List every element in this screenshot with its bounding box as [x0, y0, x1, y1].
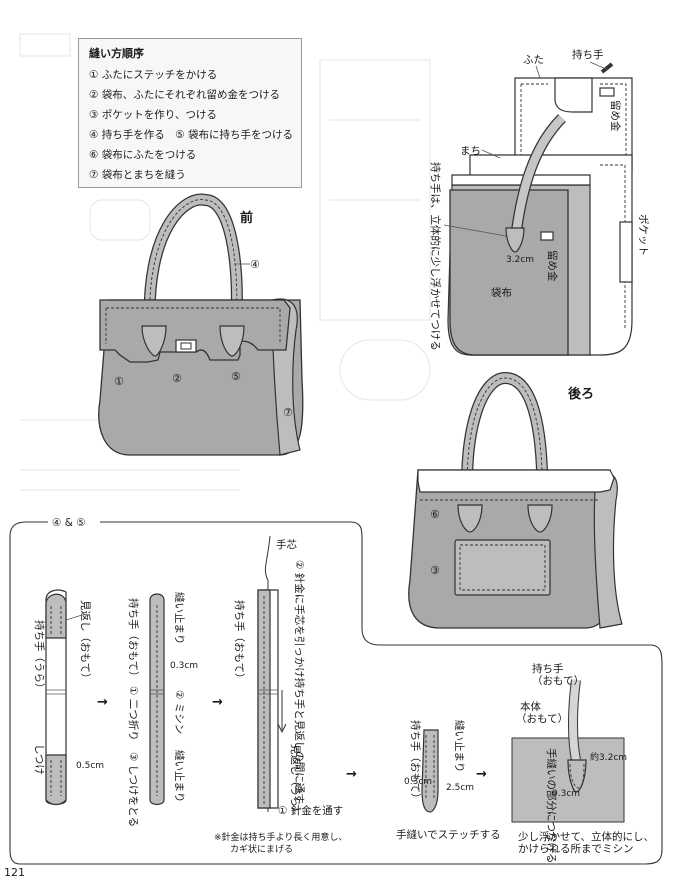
clasp-mid-label: 留め金 — [546, 250, 559, 282]
pocket-label: ポケット — [637, 214, 649, 256]
sewing-order-title: 縫い方順序 — [89, 47, 144, 60]
final-note-1: 少し浮かせて、立体的にし、 — [518, 830, 654, 843]
dim-32-label: 約3.2cm — [590, 751, 627, 763]
front-marker-4: ④ — [250, 258, 260, 271]
attach-label: しつけ — [33, 744, 45, 775]
fold-label: ① 二つ折り — [127, 686, 140, 741]
sewing-order-box: 縫い方順序 ① ふたにステッチをかける ② 袋布、ふたにそれぞれ留め金をつける … — [78, 38, 302, 188]
back-bag-illustration: 後ろ ⑥ ③ — [408, 371, 623, 629]
step-2: ② 袋布、ふたにそれぞれ留め金をつける — [89, 89, 281, 101]
facing-front-label: 見返し（おもて） — [79, 600, 91, 684]
handle-back-label: 持ち手（うら） — [33, 620, 46, 694]
dim-05-label: 0.5cm — [76, 761, 104, 771]
front-heading: 前 — [240, 210, 253, 226]
handle-note: 持ち手は、立体的に少し浮かせてつける — [429, 162, 442, 351]
front-marker-1: ① — [114, 375, 124, 388]
step-3: ③ ポケットを作り、つける — [89, 109, 217, 121]
front-bag-illustration: 前 ① ② ④ ⑤ ⑦ — [98, 193, 304, 456]
step-7: ⑦ 袋布とまちを縫う — [89, 169, 186, 181]
exploded-diagram: ふた 持ち手 まち 袋布 3.2cm 留め金 留め金 ポケット 持ち手は、立体的… — [429, 48, 649, 356]
handle-front-label: 持ち手（おもて） — [127, 598, 140, 682]
step-1: ① ふたにステッチをかける — [89, 69, 218, 81]
handle-construction: ④ & ⑤ 見返し（おもて） 持ち手（うら） しつけ 0.5cm → 持ち手（お… — [9, 517, 663, 865]
lid-label: ふた — [523, 54, 544, 66]
final-note-2: かけられる所までミシン — [518, 843, 634, 855]
step-6: ⑥ 袋布にふたをつける — [89, 149, 197, 161]
back-marker-6: ⑥ — [430, 508, 440, 521]
handle-steps-label: ④ & ⑤ — [52, 517, 86, 529]
handle-label: 持ち手 — [572, 48, 604, 61]
clasp-top-label: 留め金 — [609, 100, 622, 132]
core-label: 手芯 — [276, 538, 297, 551]
dim-03b-label: 0.3cm — [404, 777, 432, 787]
sewing-order-list: ① ふたにステッチをかける ② 袋布、ふたにそれぞれ留め金をつける ③ ポケット… — [89, 65, 294, 185]
handle-front3-label: 持ち手（おもて） — [409, 720, 422, 804]
body-label: 袋布 — [491, 286, 512, 299]
stop-label: 縫い止まり — [173, 592, 186, 645]
front-marker-5: ⑤ — [231, 370, 241, 383]
body-front-label: 本体 — [520, 700, 541, 713]
wire-footnote-1: ※針金は持ち手より長く用意し、 — [214, 831, 347, 843]
dim-03c-label: 0.3cm — [552, 789, 580, 799]
stop2-label: 縫い止まり — [173, 750, 186, 803]
join-note: 手縫いの部分につなげる — [545, 748, 558, 864]
body-front-sub: （おもて） — [516, 713, 568, 725]
gusset-label: まち — [460, 145, 481, 157]
wire-note: ② 針金に手芯を引っかけ持ち手と見返しの間に通す — [293, 560, 306, 804]
back-heading: 後ろ — [568, 386, 594, 402]
step-4-5: ④ 持ち手を作る ⑤ 袋布に持ち手をつける — [89, 129, 294, 141]
hand-stitch-label: 手縫いでステッチする — [396, 828, 501, 841]
page-number: 121 — [4, 866, 25, 879]
stop3-label: 縫い止まり — [453, 720, 466, 773]
machine-label: ② ミシン — [173, 690, 185, 734]
handle-front2-label: 持ち手（おもて） — [233, 600, 246, 684]
arrow-3: → — [346, 767, 357, 782]
handle-front4-label: 持ち手 — [532, 662, 564, 675]
arrow-1: → — [97, 695, 108, 710]
front-marker-2: ② — [172, 372, 182, 385]
dim-03-label: 0.3cm — [170, 661, 198, 671]
wire-footnote-2: カギ状にまげる — [230, 843, 293, 855]
dim-25-label: 2.5cm — [446, 783, 474, 793]
wire-pass-label: ① 針金を通す — [278, 804, 343, 817]
baste-remove-label: ③ しつけをとる — [127, 752, 139, 827]
arrow-2: → — [212, 695, 223, 710]
back-marker-3: ③ — [430, 564, 440, 577]
front-marker-7: ⑦ — [283, 406, 293, 419]
handle-front4-sub: （おもて） — [532, 675, 584, 687]
arrow-4: → — [476, 767, 487, 782]
size-label: 3.2cm — [506, 255, 534, 265]
facing-back-label: 見返し（うら） — [289, 744, 301, 818]
